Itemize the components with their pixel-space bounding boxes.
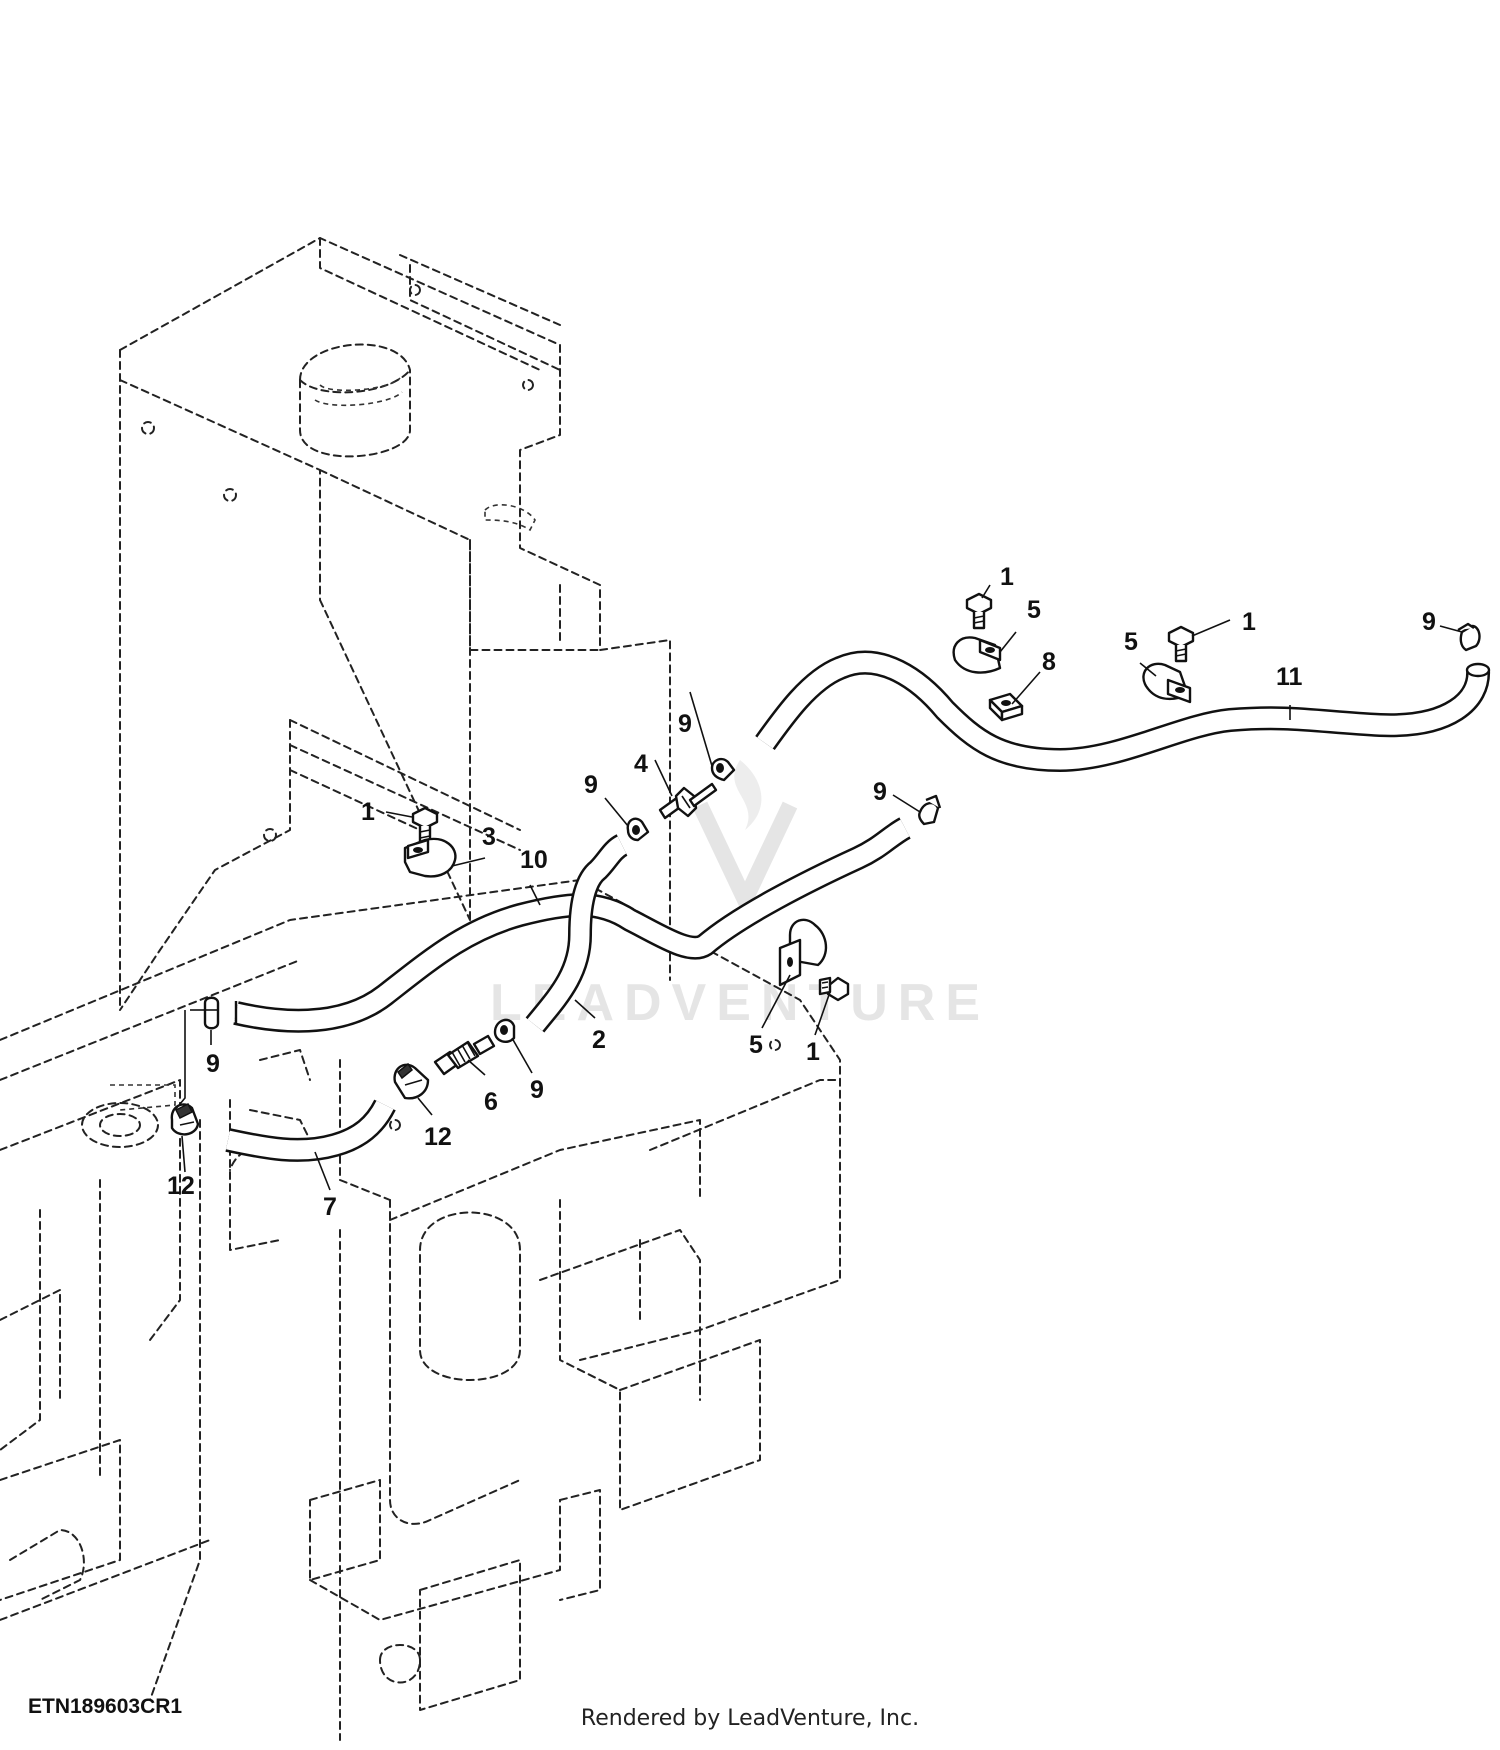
- callout-5-c: 5: [749, 1031, 763, 1059]
- callout-7: 7: [323, 1193, 337, 1221]
- figure-id: ETN189603CR1: [28, 1695, 183, 1718]
- callout-1-b: 1: [1000, 563, 1014, 591]
- clamp-5-c[interactable]: [778, 918, 828, 987]
- frame-phantom: [0, 879, 841, 1741]
- clamp-12-a[interactable]: [393, 1062, 430, 1100]
- render-credit: Rendered by LeadVenture, Inc.: [580, 1706, 920, 1731]
- nut-8[interactable]: [988, 692, 1024, 722]
- callout-10: 10: [520, 846, 548, 874]
- callout-2: 2: [592, 1026, 606, 1054]
- hose-clamp-9-b[interactable]: [626, 817, 650, 842]
- callout-1-a: 1: [361, 798, 375, 826]
- connector-6[interactable]: [433, 1034, 496, 1076]
- clamp-12-b[interactable]: [170, 1102, 200, 1136]
- callout-5-b: 5: [1124, 628, 1138, 656]
- hose-clamp-9-c[interactable]: [918, 794, 942, 826]
- callout-12-a: 12: [424, 1123, 452, 1151]
- hose-10[interactable]: [233, 817, 912, 1033]
- callout-8: 8: [1042, 648, 1056, 676]
- callout-labels: 1 1 1 1 2 3 4 5 5 5 6 7 8 9 9 9 9 9 9 10…: [167, 563, 1436, 1221]
- callout-6: 6: [484, 1088, 498, 1116]
- hose-clamp-9-d[interactable]: [1457, 622, 1481, 652]
- callout-4: 4: [634, 750, 648, 778]
- callout-9-b: 9: [584, 771, 598, 799]
- callout-9-e: 9: [206, 1050, 220, 1078]
- tank-phantom: [119, 237, 671, 1011]
- hose-clamp-9-e[interactable]: [203, 996, 220, 1030]
- clamp-5-a[interactable]: [952, 636, 1002, 674]
- hose-11[interactable]: [755, 650, 1491, 772]
- callout-1-c: 1: [1242, 608, 1256, 636]
- hose-7[interactable]: [225, 1099, 396, 1162]
- callout-11: 11: [1276, 663, 1303, 691]
- clamp-3[interactable]: [403, 837, 457, 878]
- hose-clamp-9-a[interactable]: [710, 757, 736, 782]
- connector-4[interactable]: [658, 782, 718, 820]
- leader-lines: [174, 584, 1463, 1191]
- callout-5-a: 5: [1027, 596, 1041, 624]
- hose-clamp-9-f[interactable]: [493, 1018, 516, 1044]
- callout-9-f: 9: [530, 1076, 544, 1104]
- callout-1-d: 1: [806, 1038, 820, 1066]
- callout-12-b: 12: [167, 1172, 195, 1200]
- bolt-1-c[interactable]: [1167, 625, 1195, 663]
- bolt-1-d[interactable]: [818, 976, 850, 1002]
- bolt-1-b[interactable]: [965, 592, 993, 630]
- callout-3: 3: [482, 823, 496, 851]
- callout-9-c: 9: [873, 778, 887, 806]
- clamp-5-b[interactable]: [1142, 662, 1192, 704]
- callout-9-a: 9: [678, 710, 692, 738]
- hose-2[interactable]: [525, 834, 629, 1033]
- callout-9-d: 9: [1422, 608, 1436, 636]
